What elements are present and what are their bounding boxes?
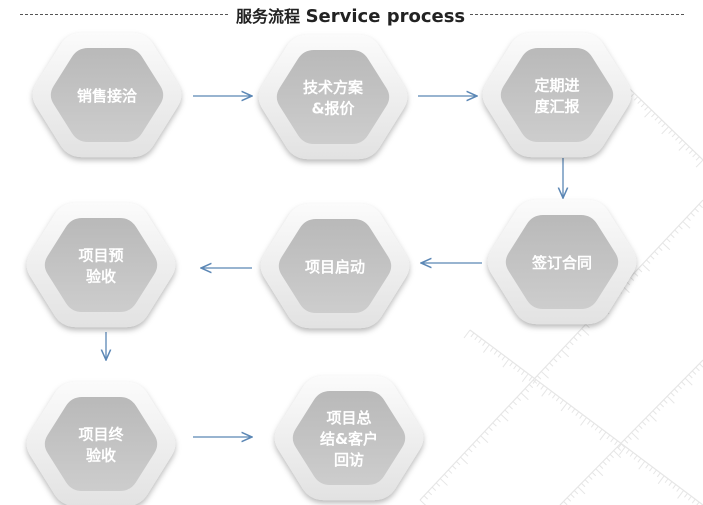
step-label-line: 结&客户 [320, 430, 378, 448]
hexagon-inner [505, 215, 619, 309]
title-en: Service process [305, 6, 466, 27]
header-dash-left [20, 14, 228, 15]
step-label-line: 项目预 [78, 247, 123, 265]
process-step: 技术方案&报价 [258, 34, 408, 160]
step-label-line: 销售接洽 [77, 87, 138, 105]
step-label-line: 项目终 [78, 426, 124, 444]
header: 服务流程 Service process [0, 0, 703, 30]
step-label-line: 项目总 [326, 409, 371, 427]
step-label-line: 签订合同 [531, 254, 592, 272]
hexagon-inner [44, 397, 158, 491]
step-label: 销售接洽 [77, 87, 138, 105]
step-label: 项目启动 [305, 258, 365, 276]
step-label-line: &报价 [311, 100, 355, 118]
step-label: 定期进度汇报 [534, 77, 579, 116]
hexagon-inner [278, 219, 392, 313]
title-zh: 服务流程 [236, 7, 301, 26]
process-step: 定期进度汇报 [482, 32, 632, 158]
step-label-line: 验收 [86, 447, 116, 465]
process-steps: 销售接洽技术方案&报价定期进度汇报签订合同项目启动项目预验收项目终验收项目总结&… [26, 32, 637, 505]
step-label-line: 技术方案 [303, 79, 364, 97]
step-label-line: 回访 [334, 451, 364, 469]
page-title: 服务流程 Service process [236, 3, 465, 27]
step-label-line: 项目启动 [305, 258, 365, 276]
process-step: 签订合同 [487, 199, 637, 325]
step-label: 技术方案&报价 [303, 79, 364, 118]
step-label-line: 定期进 [534, 77, 579, 95]
hexagon-inner [500, 48, 614, 142]
hexagon-inner [276, 50, 390, 144]
step-label: 签订合同 [531, 254, 592, 272]
hexagon-inner [44, 218, 158, 312]
step-label: 项目预验收 [78, 247, 123, 286]
process-step: 销售接洽 [32, 32, 182, 158]
header-dash-right [470, 14, 684, 15]
step-label: 项目总结&客户回访 [320, 409, 378, 469]
process-step: 项目启动 [260, 203, 410, 329]
flow-arrows [106, 96, 563, 437]
process-step: 项目终验收 [26, 381, 176, 505]
hexagon-inner [292, 391, 406, 485]
hexagon-inner [50, 48, 164, 142]
process-step: 项目总结&客户回访 [274, 375, 424, 501]
step-label: 项目终验收 [78, 426, 124, 465]
step-label-line: 验收 [86, 268, 116, 286]
process-step: 项目预验收 [26, 202, 176, 328]
step-label-line: 度汇报 [534, 98, 579, 116]
